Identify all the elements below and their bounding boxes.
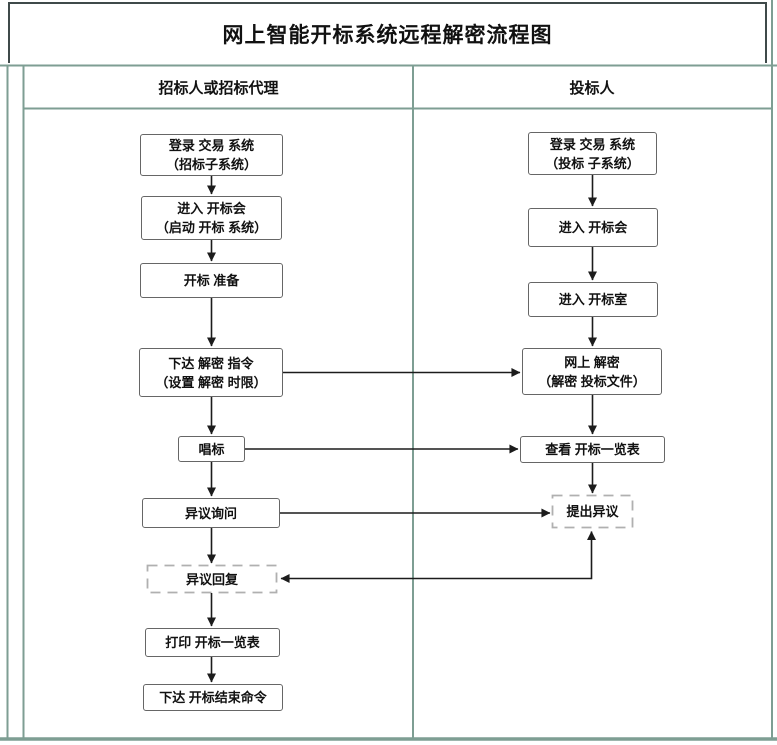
flow-box-label: 下达 解密 指令 — [168, 355, 254, 371]
flow-box-read-out-bids: 唱标 — [178, 436, 245, 462]
flow-box-label: （招标子系统） — [165, 157, 257, 172]
flow-box-objection-reply: 异议回复 — [147, 565, 277, 593]
flow-box-label: 打印 开标一览表 — [165, 635, 260, 650]
page-title: 网上智能开标系统远程解密流程图 — [8, 2, 767, 63]
flow-box-label: 异议回复 — [185, 571, 238, 587]
flow-box-label: （解密 投标文件） — [538, 373, 646, 389]
flow-box-label: 登录 交易 系统 — [549, 136, 636, 152]
flow-box-enter-bid-opening-meeting-bidder: 进入 开标会 — [528, 208, 658, 247]
flow-box-label: 进入 开标会 — [558, 220, 628, 235]
arrow-raise-objection-objection-reply — [280, 531, 596, 583]
flow-box-enter-bid-opening-room: 进入 开标室 — [528, 282, 658, 317]
lane-header-bidder: 投标人 — [569, 79, 615, 97]
flow-box-label: 开标 准备 — [183, 273, 240, 288]
flow-box-label: 查看 开标一览表 — [545, 442, 640, 457]
flow-box-label: 唱标 — [198, 441, 225, 457]
flow-arrows — [207, 175, 597, 683]
flow-box-online-decryption: 网上 解密 （解密 投标文件） — [522, 348, 662, 395]
flow-box-label: 登录 交易 系统 — [168, 138, 255, 153]
flow-box-enter-bid-opening-meeting-tenderer: 进入 开标会 （启动 开标 系统） — [141, 196, 282, 240]
lane-header-tenderer: 招标人或招标代理 — [158, 79, 279, 97]
flow-box-label: 进入 开标会 — [177, 201, 246, 216]
flow-box-issue-bid-opening-end-command: 下达 开标结束命令 — [143, 684, 283, 711]
flow-box-label: （启动 开标 系统） — [155, 220, 268, 235]
flow-box-issue-decryption-command: 下达 解密 指令 （设置 解密 时限） — [139, 348, 283, 397]
flow-box-label: （设置 解密 时限） — [155, 374, 267, 390]
flow-box-login-trading-system-bidder: 登录 交易 系统 （投标 子系统） — [528, 132, 657, 175]
flow-box-objection-inquiry: 异议询问 — [142, 498, 280, 528]
flow-box-bid-opening-preparation: 开标 准备 — [140, 263, 283, 298]
flow-box-label: 提出异议 — [566, 504, 619, 519]
flow-box-view-bid-opening-summary: 查看 开标一览表 — [520, 436, 665, 463]
flow-box-raise-objection: 提出异议 — [552, 495, 633, 528]
flow-box-label: 异议询问 — [184, 505, 237, 521]
flow-box-label: （投标 子系统） — [545, 155, 640, 171]
flow-box-label: 进入 开标室 — [558, 292, 628, 307]
flow-box-login-trading-system-tenderer: 登录 交易 系统 （招标子系统） — [140, 134, 283, 176]
flow-box-label: 下达 开标结束命令 — [159, 690, 267, 705]
flow-box-print-bid-opening-summary: 打印 开标一览表 — [145, 628, 280, 657]
flow-box-label: 网上 解密 — [564, 354, 620, 370]
